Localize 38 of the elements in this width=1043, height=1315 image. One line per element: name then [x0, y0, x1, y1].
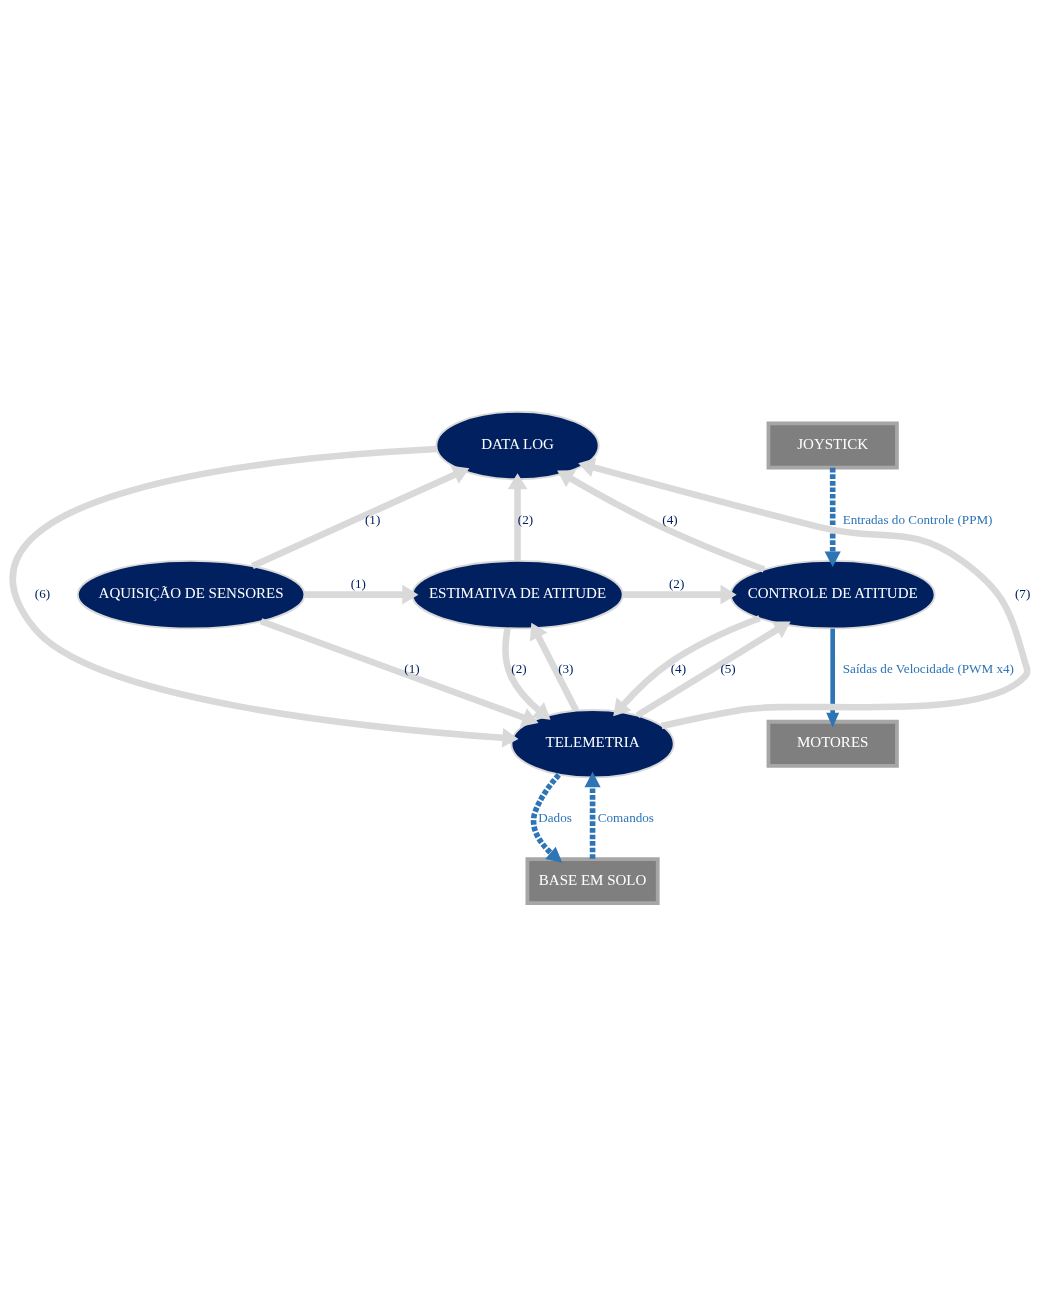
arrow: [259, 618, 539, 727]
arrow: [584, 771, 601, 859]
edge-label: (1): [364, 511, 381, 527]
edge-label: (4): [662, 511, 678, 527]
edge-label: (4): [670, 660, 687, 676]
node-ellipse: ESTIMATIVA DE ATITUDE: [411, 559, 624, 630]
arrow: [824, 467, 841, 567]
edge-label: (6): [34, 586, 51, 602]
arrow: [622, 584, 737, 605]
edge-label: (1): [404, 660, 420, 676]
edge-label: (3): [558, 660, 574, 676]
node-box: JOYSTICK: [766, 421, 899, 470]
edge-label: (2): [511, 660, 527, 676]
edge-label: Comandos: [597, 809, 654, 825]
node-box: BASE EM SOLO: [525, 857, 660, 906]
arrow: [826, 628, 840, 728]
node-box: MOTORES: [766, 719, 899, 768]
arrow: [557, 470, 766, 573]
edge-label: Dados: [538, 809, 572, 825]
arrow: [502, 627, 551, 720]
edge-label: (5): [720, 660, 736, 676]
edge-label: Saídas de Velocidade (PWM x4): [842, 660, 1014, 676]
edge-label: (1): [350, 576, 366, 592]
arrow: [530, 772, 563, 863]
edge-label: (2): [668, 576, 685, 592]
edge-label: Entradas do Controle (PPM): [842, 511, 993, 527]
arrow: [507, 473, 528, 561]
arrow: [613, 615, 761, 717]
arrow: [635, 621, 791, 719]
arrow: [578, 457, 1031, 730]
arrow: [529, 622, 579, 712]
edge-label: (2): [517, 511, 534, 527]
arrow: [304, 584, 419, 605]
edge-label: (7): [1014, 586, 1031, 602]
node-ellipse: AQUISIÇÃO DE SENSORES: [76, 559, 306, 630]
arrow: [251, 465, 470, 570]
node-ellipse: CONTROLE DE ATITUDE: [729, 559, 936, 630]
arrow: [10, 445, 519, 748]
